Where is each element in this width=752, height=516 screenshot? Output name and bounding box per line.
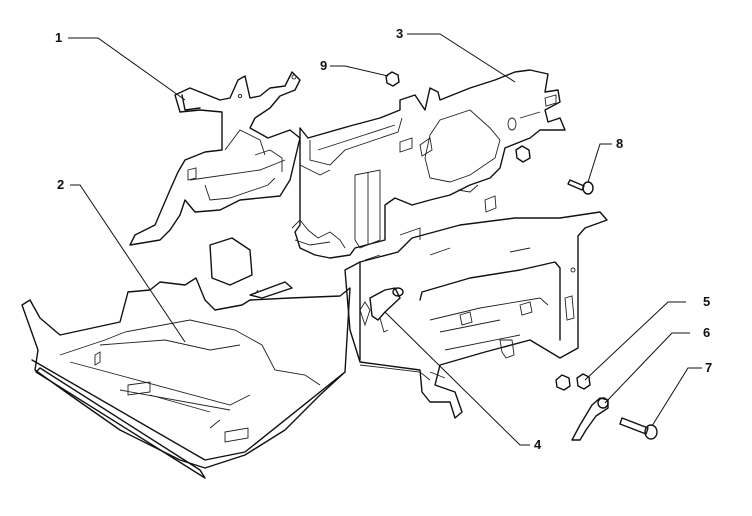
part-6-lever-arm	[571, 397, 609, 441]
part-5-nuts	[555, 373, 591, 391]
part-8-screw	[567, 179, 594, 195]
part-2-base-tray	[21, 277, 351, 479]
part-4-lever	[369, 287, 404, 333]
callout-8: 8	[616, 136, 623, 151]
part-1-frame-bracket	[129, 71, 301, 246]
callout-1: 1	[55, 30, 62, 45]
part-3-rear-panel	[291, 69, 566, 259]
callout-5: 5	[703, 294, 710, 309]
callout-9: 9	[320, 58, 327, 73]
leader-lines	[68, 33, 702, 446]
callout-4: 4	[534, 437, 542, 452]
panel-nut	[515, 145, 531, 163]
part-7-bolt	[619, 417, 658, 440]
callout-labels: 1 2 3 4 5 6 7 8 9	[55, 26, 712, 452]
callout-7: 7	[705, 360, 712, 375]
callout-3: 3	[396, 26, 403, 41]
small-mount-bracket	[209, 237, 293, 299]
callout-2: 2	[57, 177, 64, 192]
part-9-nut	[385, 71, 400, 87]
main-chassis	[344, 211, 608, 419]
callout-6: 6	[703, 325, 710, 340]
